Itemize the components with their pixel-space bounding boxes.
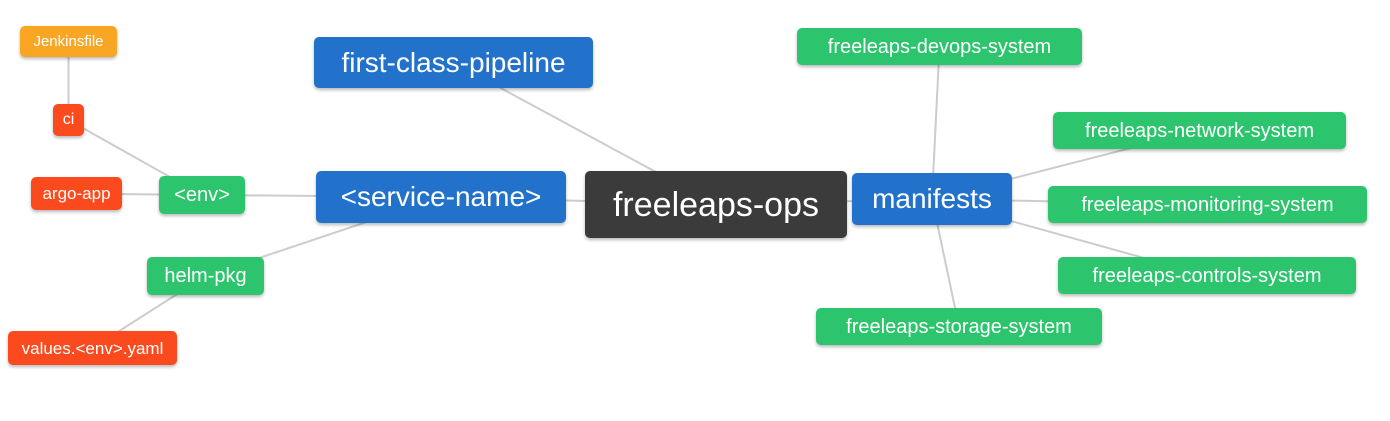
node-service-name[interactable]: <service-name> [316,171,566,223]
node-freeleaps-network-system[interactable]: freeleaps-network-system [1053,112,1346,149]
node-freeleaps-devops-system[interactable]: freeleaps-devops-system [797,28,1082,65]
node-jenkinsfile[interactable]: Jenkinsfile [20,26,117,57]
node-argo-app[interactable]: argo-app [31,177,122,210]
node-helm-pkg[interactable]: helm-pkg [147,257,264,295]
node-ci[interactable]: ci [53,104,84,136]
node-env[interactable]: <env> [159,176,245,214]
node-values-env-yaml[interactable]: values.<env>.yaml [8,331,177,365]
node-freeleaps-controls-system[interactable]: freeleaps-controls-system [1058,257,1356,294]
node-freeleaps-storage-system[interactable]: freeleaps-storage-system [816,308,1102,345]
node-manifests[interactable]: manifests [852,173,1012,225]
node-freeleaps-monitoring-system[interactable]: freeleaps-monitoring-system [1048,186,1367,223]
node-freeleaps-ops[interactable]: freeleaps-ops [585,171,847,238]
node-first-class-pipeline[interactable]: first-class-pipeline [314,37,593,88]
